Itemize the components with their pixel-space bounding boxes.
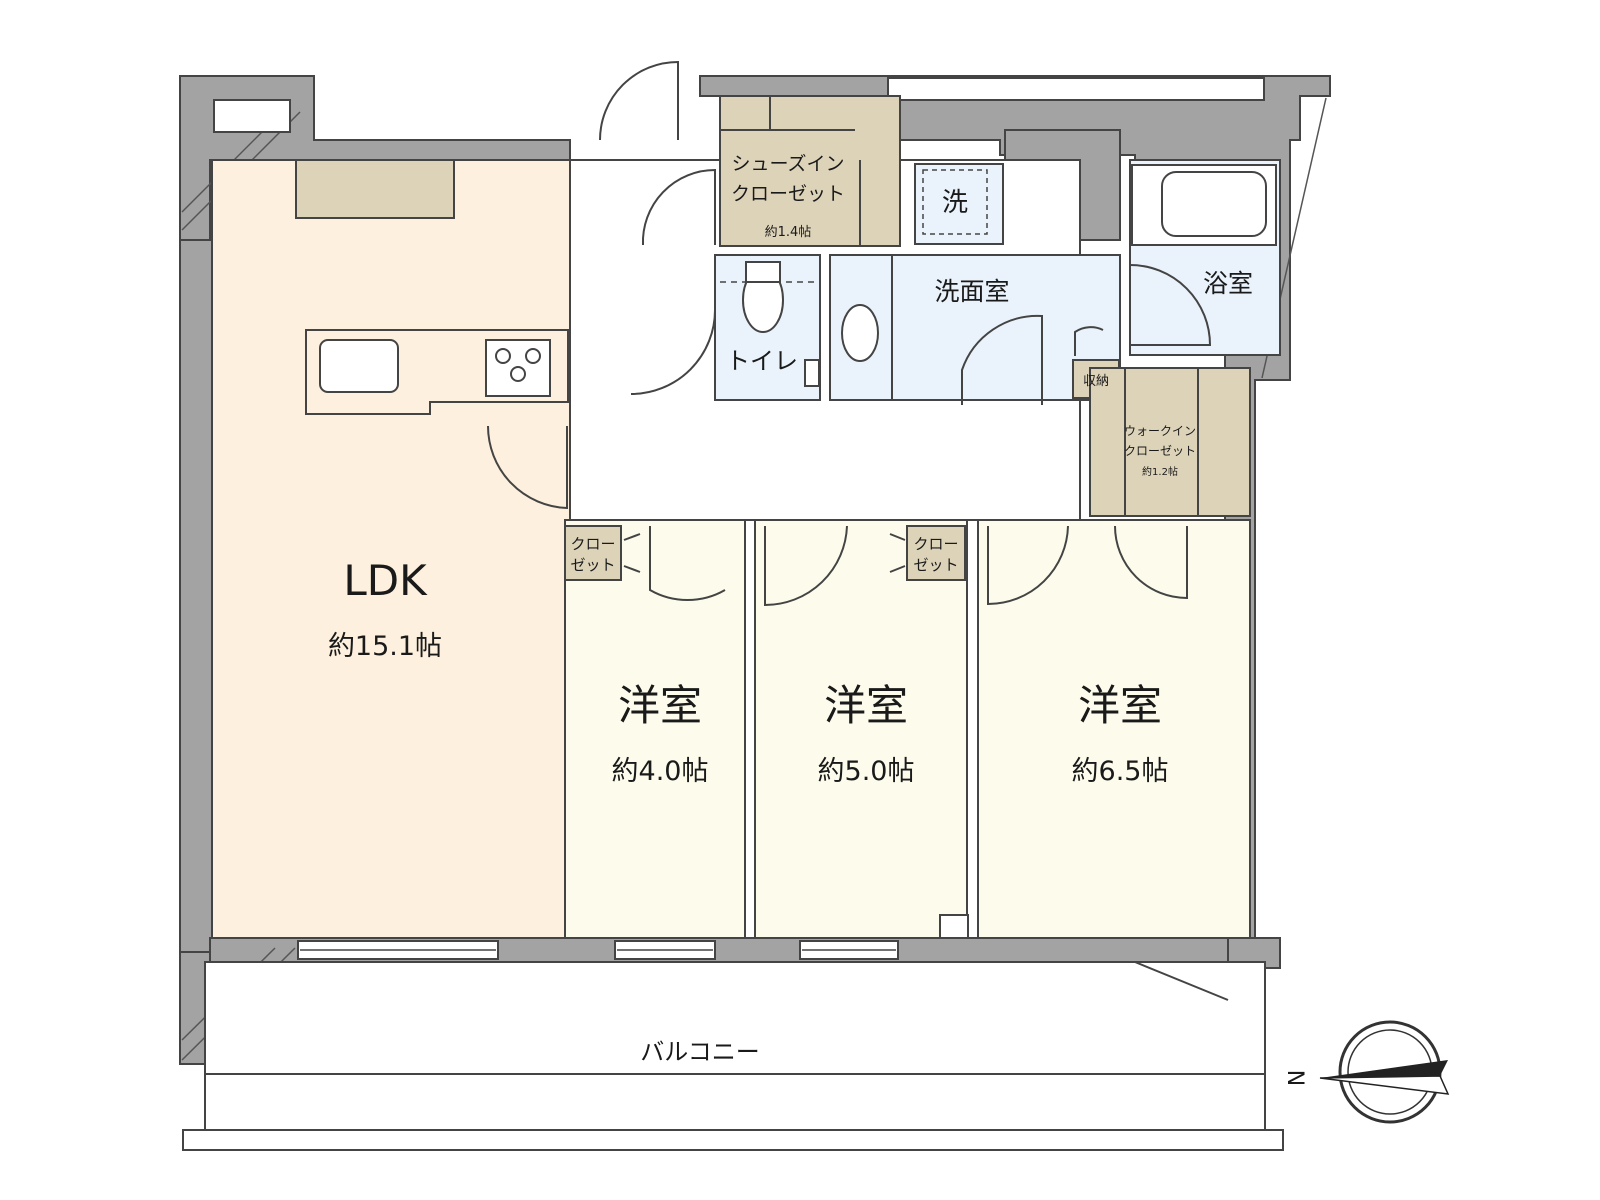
balcony-rail	[182, 1129, 1284, 1151]
walk-in-closet-line2: クローゼット	[1124, 444, 1196, 458]
western-2-name: 洋室	[824, 681, 908, 730]
bathtub-inner	[1161, 171, 1267, 237]
ldk-name: LDK	[343, 556, 428, 605]
kitchen-sink	[319, 339, 399, 393]
shoes-closet-area: 約1.4帖	[765, 225, 812, 240]
door-storage[interactable]	[1074, 326, 1104, 356]
western-1-name: 洋室	[618, 681, 702, 730]
door-western-3a[interactable]	[987, 525, 1069, 606]
closet-b-line1: クロー	[913, 535, 958, 553]
stove-burner	[495, 348, 511, 364]
door-toilet[interactable]	[630, 309, 716, 395]
walk-in-closet-line1: ウォークイン	[1124, 424, 1196, 438]
room-ldk	[211, 159, 571, 939]
door-closet-b[interactable]	[889, 533, 906, 573]
laundry-label: 洗	[942, 188, 968, 218]
western-2-area: 約5.0帖	[818, 756, 915, 787]
room-laundry	[914, 163, 1004, 245]
compass-north-label: N	[1282, 1070, 1307, 1086]
door-washroom[interactable]	[961, 314, 1043, 405]
balcony-label: バルコニー	[640, 1038, 760, 1066]
washroom-label: 洗面室	[934, 277, 1009, 306]
shoes-closet-line1: シューズイン	[731, 153, 844, 175]
closet-a-line1: クロー	[570, 535, 615, 553]
laundry-pan	[922, 169, 988, 235]
bathroom-label: 浴室	[1203, 269, 1253, 298]
toilet-sink	[804, 359, 820, 387]
western-3-name: 洋室	[1078, 681, 1162, 730]
room-closet-a	[564, 525, 622, 581]
door-shoes-closet[interactable]	[641, 168, 716, 246]
balcony	[204, 961, 1266, 1075]
closet-b-line2: ゼット	[913, 556, 958, 574]
room-walk-in-closet	[1089, 367, 1251, 517]
kitchen-stove	[485, 339, 551, 397]
stove-burner	[510, 366, 526, 382]
rooms	[182, 95, 1284, 1151]
closet-a-line2: ゼット	[570, 556, 615, 574]
storage-label: 収納	[1083, 374, 1109, 389]
western-3-area: 約6.5帖	[1072, 756, 1169, 787]
top-window	[887, 77, 1265, 101]
windows	[297, 940, 899, 960]
top-left-notch	[213, 99, 291, 133]
walk-in-closet-area: 約1.2帖	[1142, 465, 1178, 478]
compass: N	[1282, 1020, 1450, 1124]
door-western-3b[interactable]	[1114, 525, 1188, 600]
door-entrance[interactable]	[599, 60, 679, 141]
toilet-label: トイレ	[726, 347, 798, 375]
stove-burner	[525, 348, 541, 364]
door-ldk[interactable]	[487, 425, 568, 510]
room-shoes-closet	[719, 95, 901, 247]
door-closet-a[interactable]	[623, 533, 641, 573]
washbasin	[841, 304, 879, 362]
kitchen-cupboard	[295, 159, 455, 219]
door-western-2[interactable]	[764, 525, 848, 607]
labels: LDK 約15.1帖 洋室 約4.0帖 洋室 約5.0帖 洋室 約6.5帖 シュ…	[328, 153, 1253, 1066]
door-western-1[interactable]	[649, 526, 726, 601]
door-bath[interactable]	[1129, 264, 1212, 346]
ldk-area: 約15.1帖	[328, 631, 442, 662]
pipe-shaft	[939, 914, 969, 939]
wall-left	[179, 239, 213, 953]
room-western-2	[754, 519, 968, 939]
room-western-1	[564, 519, 746, 939]
toilet-tank	[745, 261, 781, 283]
door-balcony[interactable]	[1134, 961, 1229, 1001]
room-western-3	[977, 519, 1251, 939]
room-closet-b	[906, 525, 966, 581]
western-1-area: 約4.0帖	[612, 756, 709, 787]
shoes-closet-line2: クローゼット	[731, 183, 845, 205]
doors	[487, 60, 1229, 1001]
